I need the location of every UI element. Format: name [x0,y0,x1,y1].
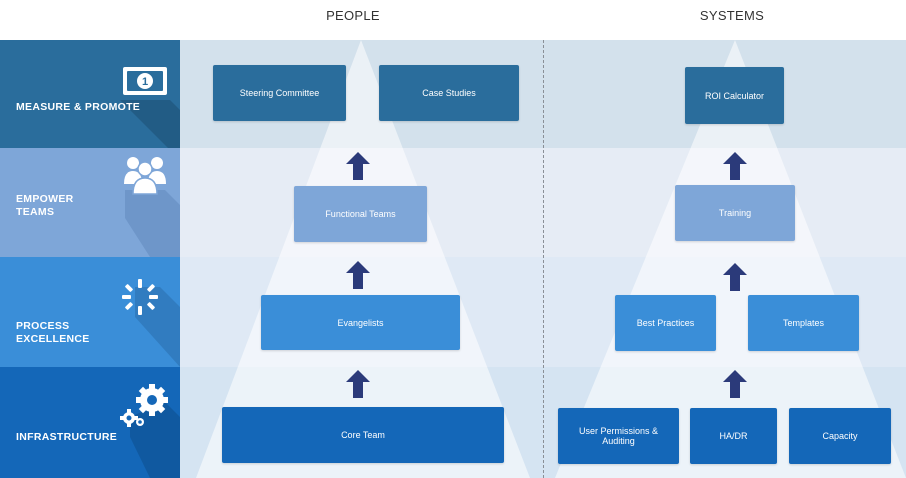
box-ha-dr: HA/DR [690,408,777,464]
arrow-up-icon [346,370,370,398]
row-label-measure: MEASURE & PROMOTE [16,101,141,113]
row-label-process-line1: PROCESS [16,320,70,332]
row-label-empower: EMPOWER TEAMS [16,193,74,219]
spinner-icon [120,277,160,322]
box-roi-calculator: ROI Calculator [685,67,784,124]
box-templates: Templates [748,295,859,351]
systems-column-title: SYSTEMS [699,8,765,23]
box-steering-committee: Steering Committee [213,65,346,121]
row-label-empower-line2: TEAMS [16,206,55,218]
row-label-process-line2: EXCELLENCE [16,333,90,345]
row-label-infrastructure: INFRASTRUCTURE [16,431,118,443]
arrow-up-icon [723,152,747,180]
box-capacity: Capacity [789,408,891,464]
row-label-process: PROCESS EXCELLENCE [16,320,90,346]
arrow-up-icon [346,261,370,289]
row-measure-promote: 1 MEASURE & PROMOTE [0,40,180,148]
gears-icon [118,383,172,434]
box-functional-teams: Functional Teams [294,186,427,242]
row-process-excellence: PROCESS EXCELLENCE [0,257,180,367]
box-evangelists: Evangelists [261,295,460,350]
box-user-permissions-auditing: User Permissions & Auditing [558,408,679,464]
svg-text:1: 1 [142,76,148,88]
box-best-practices: Best Practices [615,295,716,351]
box-training: Training [675,185,795,241]
box-core-team: Core Team [222,407,504,463]
row-infrastructure: INFRASTRUCTURE [0,367,180,478]
arrow-up-icon [346,152,370,180]
money-icon: 1 [122,66,168,101]
row-label-empower-line1: EMPOWER [16,193,74,205]
column-divider [543,40,544,478]
box-case-studies: Case Studies [379,65,519,121]
people-column-title: PEOPLE [326,8,380,23]
people-icon [122,154,168,201]
arrow-up-icon [723,370,747,398]
arrow-up-icon [723,263,747,291]
row-empower-teams: EMPOWER TEAMS [0,148,180,257]
